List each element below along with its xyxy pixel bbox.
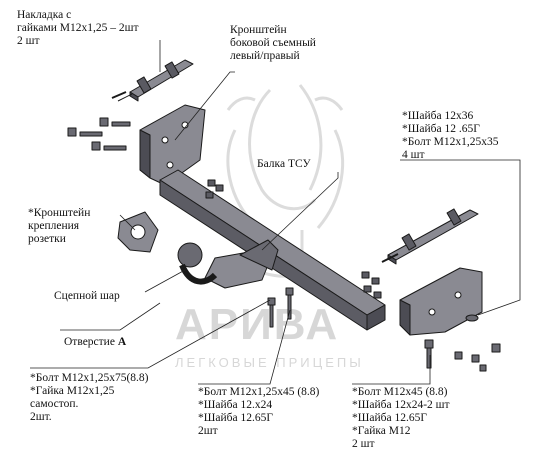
bolts-top-left (67, 117, 131, 151)
label-towbar-beam: Балка ТСУ (257, 158, 311, 170)
label-pad-with-nuts: Накладка с гайками М12х1,25 – 2шт 2 шт (17, 9, 139, 47)
leader-lines (30, 40, 521, 385)
label-bolts-center: *Болт М12х1,25х45 (8.8) *Шайба 12.х24 *Ш… (198, 386, 320, 437)
ball-mount (177, 239, 279, 289)
pad-with-nuts-right (381, 208, 479, 265)
bolts-bottom-right (424, 314, 501, 372)
label-coupling-ball: Сцепной шар (54, 290, 120, 302)
label-hole-prefix: Отверстие (64, 336, 118, 348)
nuts-cluster (205, 179, 382, 299)
label-bolts-left: *Болт М12х1,25х75(8.8) *Гайка М12х1,25 с… (30, 372, 149, 423)
pad-with-nuts-top (111, 59, 194, 102)
label-side-bracket: Кронштейн боковой съемный левый/правый (230, 24, 316, 62)
label-washers-right: *Шайба 12х36 *Шайба 12 .65Г *Болт М12х1,… (402, 110, 499, 161)
label-hole-a: Отверстие А (64, 323, 126, 349)
bolts-bottom-center (267, 287, 294, 328)
label-socket-bracket: *Кронштейн крепления розетки (28, 207, 91, 245)
socket-bracket (117, 211, 159, 253)
label-hole-letter: А (117, 336, 127, 348)
side-bracket-right (399, 267, 483, 336)
label-bolts-right: *Болт М12х45 (8.8) *Шайба 12х24-2 шт *Ша… (352, 386, 450, 450)
watermark-tagline: ЛЕГКОВЫЕ ПРИЦЕПЫ (175, 355, 364, 370)
side-bracket-left (139, 104, 206, 186)
